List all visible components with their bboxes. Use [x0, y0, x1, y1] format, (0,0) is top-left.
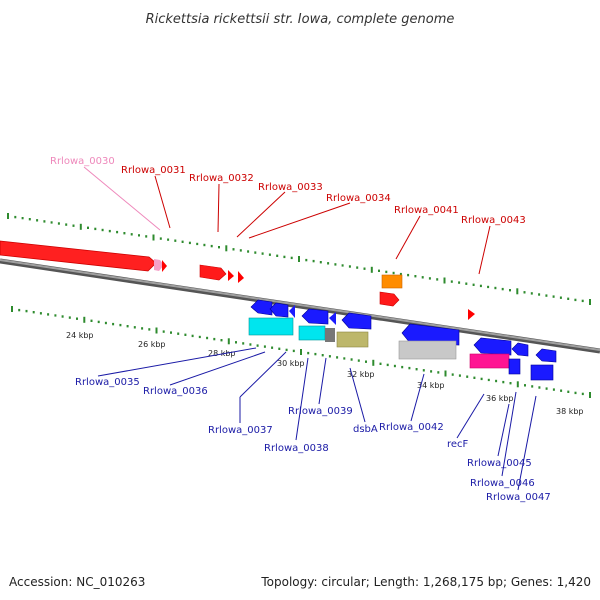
leader-rrlowa-0045: [497, 403, 510, 457]
label-rrlowa-0037[interactable]: Rrlowa_0037: [208, 425, 273, 436]
leader-rrlowa-0032: [217, 183, 220, 233]
leader-rrlowa-0033: [236, 191, 286, 238]
gene-rrlowa-0042b[interactable]: [398, 340, 457, 360]
scale-label-36kbp: 36 kbp: [486, 394, 514, 403]
gene-rrlowa-0047[interactable]: [535, 348, 557, 363]
leader-rrlowa-0030: [83, 166, 161, 231]
scale-labels: 24 kbp 26 kbp 28 kbp 30 kbp 32 kbp 34 kb…: [66, 331, 584, 416]
leader-rrlowa-0046: [501, 391, 517, 477]
scale-label-30kbp: 30 kbp: [277, 359, 305, 368]
gene-rrlowa-0043[interactable]: [468, 309, 475, 320]
genome-summary-text: Topology: circular; Length: 1,268,175 bp…: [260, 575, 591, 589]
scale-label-32kbp: 32 kbp: [347, 370, 375, 379]
leader-rrlowa-0043: [478, 225, 491, 275]
leader-rrlowa-0042: [410, 373, 425, 422]
forward-gene-labels: Rrlowa_0030 Rrlowa_0031 Rrlowa_0032 Rrlo…: [50, 156, 526, 226]
gene-rrlowa-0037[interactable]: [248, 317, 294, 336]
gene-rrlowa-0034[interactable]: [238, 271, 244, 283]
gene-rrlowa-0030[interactable]: [0, 240, 157, 272]
reverse-gene-labels: Rrlowa_0035 Rrlowa_0036 Rrlowa_0037 Rrlo…: [75, 377, 551, 503]
label-rrlowa-0035[interactable]: Rrlowa_0035: [75, 377, 140, 388]
label-rrlowa-0031[interactable]: Rrlowa_0031: [121, 165, 186, 176]
leader-rrlowa-0034: [248, 202, 351, 239]
tick-row-lower: [11, 306, 591, 398]
label-rrlowa-0039[interactable]: Rrlowa_0039: [288, 406, 353, 417]
label-rrlowa-0038[interactable]: Rrlowa_0038: [264, 443, 329, 454]
label-recF[interactable]: recF: [447, 439, 469, 450]
scale-label-38kbp: 38 kbp: [556, 407, 584, 416]
leader-rrlowa-0035: [97, 347, 257, 377]
gene-rrlowa-0038b[interactable]: [329, 312, 336, 325]
gene-rrlowa-0030-pseudo[interactable]: [154, 259, 164, 271]
leader-rrlowa-0031: [154, 175, 171, 229]
label-rrlowa-0032[interactable]: Rrlowa_0032: [189, 173, 254, 184]
scale-label-24kbp: 24 kbp: [66, 331, 94, 340]
accession-text: Accession: NC_010263: [9, 575, 145, 589]
gene-rrlowa-0047b[interactable]: [530, 364, 554, 381]
reverse-strand-genes: [248, 299, 557, 381]
leader-rrlowa-0039: [318, 357, 327, 405]
genome-backbone: [0, 258, 600, 354]
label-rrlowa-0043[interactable]: Rrlowa_0043: [461, 215, 526, 226]
gene-rrlowa-0038[interactable]: [301, 308, 329, 325]
tick-row-upper: [7, 213, 591, 305]
forward-strand-genes: [0, 240, 475, 320]
gene-rrlowa-0036[interactable]: [269, 302, 289, 318]
gene-rrlowa-0036b[interactable]: [289, 305, 295, 318]
label-dsbA[interactable]: dsbA: [353, 424, 378, 435]
gene-recF[interactable]: [473, 337, 512, 356]
label-rrlowa-0036[interactable]: Rrlowa_0036: [143, 386, 208, 397]
gene-rrlowa-0041[interactable]: [379, 291, 400, 307]
leader-rrlowa-0047: [517, 395, 537, 491]
label-rrlowa-0045[interactable]: Rrlowa_0045: [467, 458, 532, 469]
label-rrlowa-0033[interactable]: Rrlowa_0033: [258, 182, 323, 193]
leader-rrlowa-0038: [295, 357, 309, 441]
forward-leader-lines: [83, 166, 491, 275]
gene-dsbA[interactable]: [341, 312, 372, 330]
label-rrlowa-0034[interactable]: Rrlowa_0034: [326, 193, 391, 204]
gene-rrlowa-0031[interactable]: [162, 260, 167, 272]
label-rrlowa-0042[interactable]: Rrlowa_0042: [379, 422, 444, 433]
leader-rrlowa-0037b: [239, 351, 287, 398]
gene-dsbA-b[interactable]: [336, 331, 369, 348]
gene-rrlowa-0039b[interactable]: [325, 328, 335, 342]
gene-rrlowa-0032[interactable]: [199, 264, 227, 281]
gene-rrlowa-0045[interactable]: [511, 342, 529, 357]
map-title: Rickettsia rickettsii str. Iowa, complet…: [146, 12, 455, 27]
gene-rrlowa-0045b[interactable]: [469, 353, 510, 369]
label-rrlowa-0041[interactable]: Rrlowa_0041: [394, 205, 459, 216]
leader-rrlowa-0041: [395, 215, 421, 260]
gene-rrlowa-0033[interactable]: [228, 270, 234, 281]
gene-rrlowa-0040[interactable]: [381, 274, 403, 289]
gene-rrlowa-0039[interactable]: [298, 325, 326, 341]
scale-label-28kbp: 28 kbp: [208, 349, 236, 358]
leader-recF: [456, 393, 485, 439]
label-rrlowa-0046[interactable]: Rrlowa_0046: [470, 478, 535, 489]
reverse-leader-lines: [97, 347, 537, 491]
label-rrlowa-0047[interactable]: Rrlowa_0047: [486, 492, 551, 503]
scale-label-34kbp: 34 kbp: [417, 381, 445, 390]
gene-rrlowa-0046[interactable]: [508, 358, 521, 375]
leader-dsbA: [349, 367, 366, 423]
gene-rrlowa-0035[interactable]: [250, 299, 273, 316]
leader-rrlowa-0036: [169, 351, 266, 386]
scale-label-26kbp: 26 kbp: [138, 340, 166, 349]
label-rrlowa-0030[interactable]: Rrlowa_0030: [50, 156, 115, 167]
